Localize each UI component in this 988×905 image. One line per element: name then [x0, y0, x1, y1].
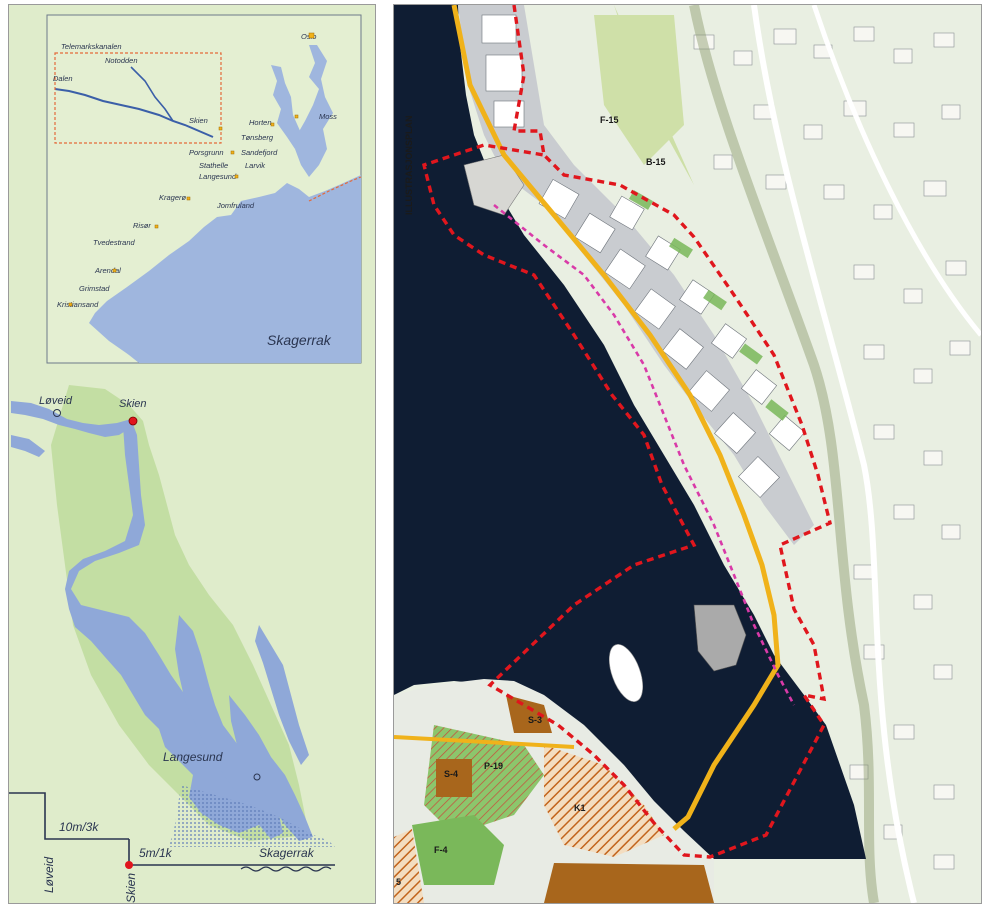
drammensfjord	[271, 65, 301, 149]
place-label: Langesund	[199, 172, 237, 181]
place-label-skien: Skien	[119, 398, 147, 410]
place-label-loveid: Løveid	[39, 395, 73, 407]
place-label: Larvik	[245, 161, 266, 170]
zone-s3	[506, 695, 552, 733]
ravine	[689, 5, 879, 903]
strip-label: Skien	[124, 873, 138, 903]
coastal-sea	[169, 785, 335, 847]
zone-f4	[412, 815, 504, 885]
telemark-canal	[54, 88, 214, 138]
place-label: Jomfruland	[216, 201, 255, 210]
zone-k1	[544, 745, 664, 857]
place-label: Skien	[189, 116, 208, 125]
strip-label: Løveid	[42, 857, 56, 893]
profile-upper-line	[9, 792, 129, 840]
skien-strip-marker	[125, 861, 133, 869]
river-west	[11, 401, 135, 437]
place-label: Sandefjord	[241, 148, 278, 157]
lock-profile-strip: 10m/3k 5m/1k Skagerrak Løveid Skien	[9, 792, 335, 903]
place-label: Telemarkskanalen	[61, 42, 122, 51]
illustration-plan-svg: ILLUSTRASJONSPLAN F-15 B-15 S-3 S-4 P-19…	[394, 5, 981, 903]
place-label: Arendal	[94, 266, 121, 275]
illustration-plan-panel: ILLUSTRASJONSPLAN F-15 B-15 S-3 S-4 P-19…	[393, 4, 982, 904]
strip-label: 10m/3k	[59, 820, 99, 834]
place-label-langesund: Langesund	[163, 750, 223, 764]
zone-label: F-15	[600, 115, 619, 125]
strip-label: Skagerrak	[259, 846, 315, 860]
plan-title: ILLUSTRASJONSPLAN	[404, 115, 414, 215]
place-label: Oslo	[301, 32, 316, 41]
plan-boundary	[421, 5, 832, 859]
sea-wave-icon	[240, 866, 332, 872]
zone-label: S-4	[444, 769, 458, 779]
waterfront-development	[458, 5, 814, 702]
road-south	[394, 735, 575, 749]
town-markers	[68, 32, 315, 307]
skien-marker	[128, 416, 138, 426]
place-label: Risør	[133, 221, 151, 230]
canal-area-box	[54, 52, 222, 144]
ship	[609, 644, 643, 702]
promenade-line	[493, 203, 796, 706]
place-label: Tvedestrand	[93, 238, 136, 247]
hillside-road	[751, 5, 917, 903]
overview-inset: Telemarkskanalen Notodden Dalen Skien Ho…	[46, 14, 362, 364]
zone-label: B-15	[646, 157, 666, 167]
zone-industry	[544, 863, 714, 903]
zone-label: F-4	[434, 845, 448, 855]
overview-place-labels: Telemarkskanalen Notodden Dalen Skien Ho…	[53, 32, 337, 309]
place-label: Moss	[319, 112, 337, 121]
zone-p19	[424, 725, 544, 835]
zone-label: S-3	[528, 715, 542, 725]
zone-label: K1	[574, 803, 586, 813]
langesund-marker	[253, 773, 261, 781]
place-label: Porsgrunn	[189, 148, 224, 157]
breakwater-building	[463, 154, 525, 216]
place-label: Tønsberg	[241, 133, 274, 142]
pier-structure	[693, 604, 747, 672]
place-label: Grimstad	[79, 284, 110, 293]
river-detail-map: Løveid Skien Langesund	[11, 385, 335, 847]
main-road	[451, 5, 781, 831]
oslofjord	[295, 45, 333, 177]
skagerrak-sea	[89, 175, 361, 363]
zone-labels: F-15 B-15 S-3 S-4 P-19 K1 F-4 5	[396, 115, 666, 887]
place-label: Horten	[249, 118, 272, 127]
place-label: Kristiansand	[57, 300, 99, 309]
loveid-marker	[53, 409, 61, 417]
place-label: Stathelle	[199, 161, 228, 170]
sea-label: Skagerrak	[267, 332, 332, 348]
zone-label: 5	[396, 877, 401, 887]
zone-s4	[436, 759, 472, 797]
place-label: Dalen	[53, 74, 73, 83]
park-f15	[594, 15, 684, 165]
place-label: Notodden	[105, 56, 138, 65]
zone-label: P-19	[484, 761, 503, 771]
place-label: Kragerø	[159, 193, 187, 202]
zoning-south	[394, 679, 714, 903]
regional-map-svg: Telemarkskanalen Notodden Dalen Skien Ho…	[9, 14, 362, 903]
strip-label: 5m/1k	[139, 846, 173, 860]
regional-map-panel: Telemarkskanalen Notodden Dalen Skien Ho…	[8, 4, 376, 904]
